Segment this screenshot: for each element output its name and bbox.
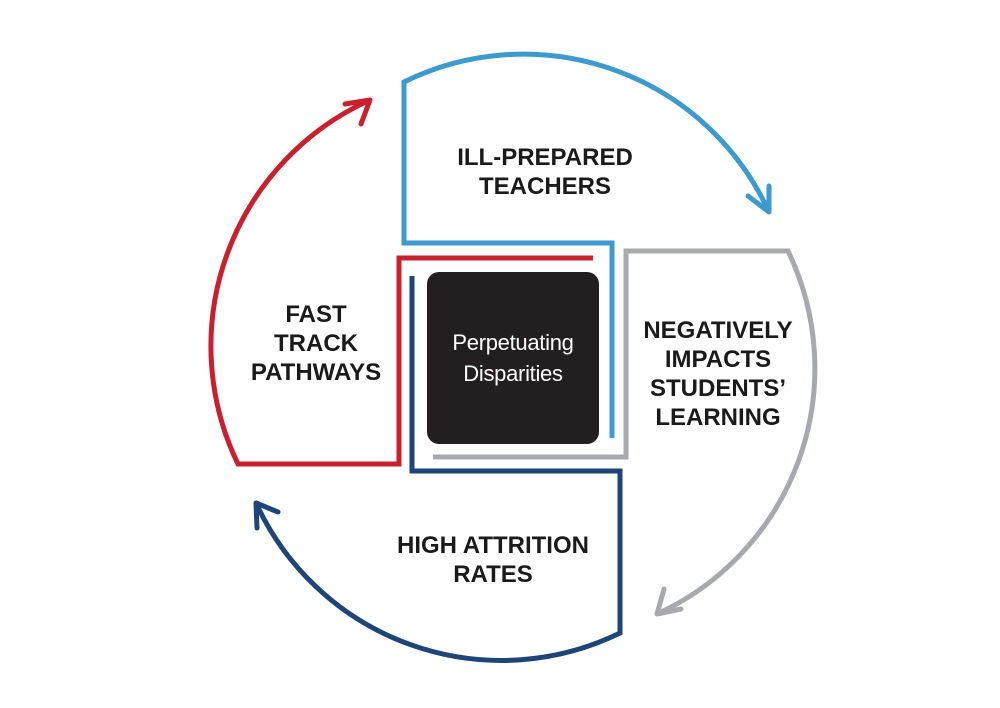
high-attrition-label-line: RATES	[453, 561, 533, 588]
fast-track-arrowhead	[342, 97, 373, 127]
negatively-impacts-outline	[433, 248, 818, 617]
center-title-line-1: Perpetuating	[452, 330, 574, 355]
high-attrition-rates-label: HIGH ATTRITION RATES	[362, 531, 624, 589]
ill-prepared-arrowhead	[745, 183, 772, 215]
negatively-impacts-label-line: IMPACTS	[664, 346, 772, 373]
negatively-impacts-arrowhead	[654, 586, 684, 617]
negatively-impacts-segment	[433, 248, 818, 617]
ill-prepared-label-line: ILL-PREPARED	[457, 144, 633, 171]
negatively-impacts-label-line: NEGATIVELY	[643, 317, 793, 344]
fast-track-outline	[208, 97, 593, 467]
fast-track-label-line: TRACK	[274, 330, 358, 357]
high-attrition-arrowhead	[253, 500, 281, 531]
center-box: Perpetuating Disparities	[427, 272, 599, 444]
high-attrition-label-line: HIGH ATTRITION	[397, 532, 589, 559]
negatively-impacts-label: NEGATIVELY IMPACTS STUDENTS’ LEARNING	[628, 316, 808, 432]
ill-prepared-teachers-label: ILL-PREPARED TEACHERS	[430, 143, 660, 201]
ill-prepared-label-line: TEACHERS	[478, 173, 611, 200]
high-attrition-segment	[253, 276, 623, 663]
fast-track-pathways-label: FAST TRACK PATHWAYS	[236, 300, 396, 387]
center-title-line-2: Disparities	[463, 361, 563, 386]
negatively-impacts-label-line: LEARNING	[655, 404, 781, 431]
fast-track-segment	[208, 97, 593, 467]
ill-prepared-outline	[401, 51, 772, 438]
ill-prepared-segment	[401, 51, 772, 438]
fast-track-label-line: FAST	[285, 301, 347, 328]
negatively-impacts-label-line: STUDENTS’	[649, 375, 786, 402]
high-attrition-outline	[253, 276, 623, 663]
fast-track-label-line: PATHWAYS	[250, 359, 382, 386]
